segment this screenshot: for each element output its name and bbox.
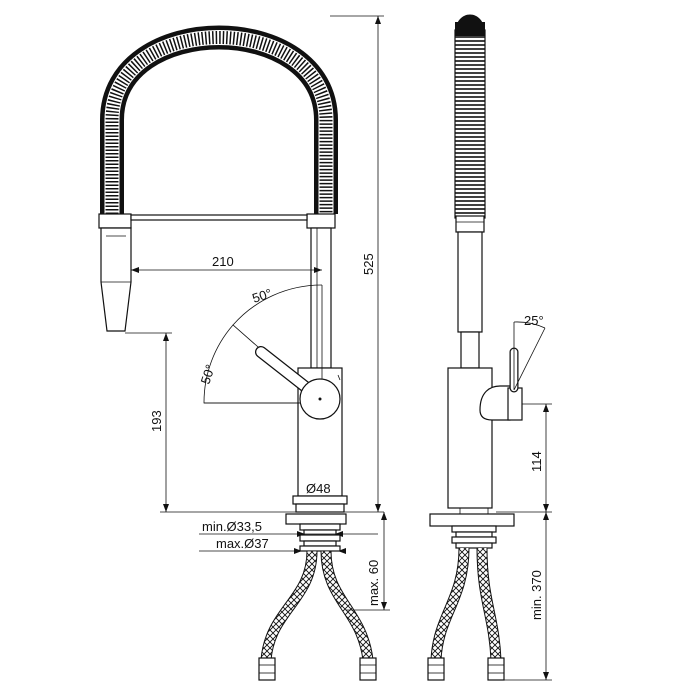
faucet-body-side [447, 367, 493, 509]
spout-collar [306, 213, 336, 229]
dim-hole-max: max.Ø37 [216, 536, 269, 551]
dim-body-diameter: Ø48 [306, 481, 331, 496]
side-dimensions: 114 min. 370 [496, 403, 552, 681]
dim-handle-height: 114 [529, 451, 544, 472]
front-dimensions: 210 525 193 50° 50° Ø48 min.Ø33,5 max.Ø3… [125, 15, 390, 611]
lever-swing-arc [203, 324, 324, 404]
hose-nut-right [359, 657, 377, 681]
side-view: 25° [427, 14, 546, 681]
lever-handle-front [255, 346, 341, 420]
holder-bar [130, 214, 308, 221]
spout-tube-side [460, 331, 480, 369]
base-collar [292, 495, 348, 505]
base-rim [295, 503, 345, 513]
dim-hole-min: min.Ø33,5 [202, 519, 262, 534]
dim-lever-side-angle: 25° [524, 313, 544, 328]
deck-plate [285, 513, 347, 525]
dim-total-height: 525 [361, 253, 376, 275]
hose-nut-left [258, 657, 276, 681]
spout-tube-front [310, 227, 332, 369]
side-collar [455, 215, 485, 233]
spray-head-collar [98, 213, 132, 229]
dim-lever-back-angle: 50° [250, 286, 273, 306]
side-base-plate [429, 513, 515, 527]
dim-lever-front-angle: 50° [198, 363, 218, 386]
dim-hose-length: min. 370 [529, 570, 544, 620]
front-view [98, 25, 377, 681]
dim-spout-reach: 210 [212, 254, 234, 269]
dim-deck-thickness: max. 60 [366, 560, 381, 606]
spray-head-front [100, 227, 132, 332]
spray-head-side [457, 231, 483, 333]
dim-outlet-height: 193 [149, 410, 164, 432]
spring-coil-side [454, 29, 486, 219]
